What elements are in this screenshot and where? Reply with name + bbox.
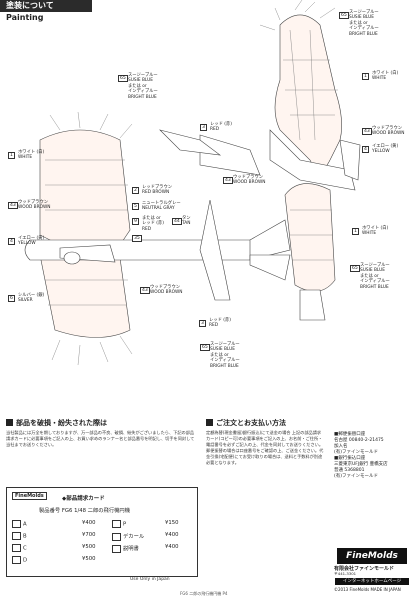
callout-1c: 1: [352, 228, 359, 236]
card-price: ¥150: [165, 520, 179, 526]
parts-title: 部品を破損・紛失された際は: [16, 419, 107, 427]
copyright: ©2013 FineMolds MADE IN JAPAN: [334, 587, 401, 592]
callout-43d: 43: [362, 128, 372, 136]
parts-request-card: FineMolds ◆部品請求カード 製品番号 FG6 1/48 二郎の飛行機円…: [6, 487, 198, 577]
callout-65: 65: [118, 75, 128, 83]
company-address: 〒441-3301: [334, 571, 357, 576]
callout-43c: 43: [140, 287, 150, 295]
card-price: ¥400: [82, 520, 96, 526]
callout-1: 1: [8, 152, 15, 160]
card-title: ◆部品請求カード: [62, 496, 105, 502]
card-price: ¥400: [165, 532, 179, 538]
page-footer: FG6 二郎の飛行機円機 P4: [180, 591, 228, 596]
card-price: ¥700: [82, 532, 96, 538]
card-logo: FineMolds: [12, 492, 47, 500]
card-price: ¥500: [82, 556, 96, 562]
order-body: 定額為替(現金書留)銀行振込)にて送金の場合 上記の部品請求カード(コピー可)の…: [206, 430, 324, 465]
aircraft-illustration: [24, 0, 361, 366]
card-price: ¥400: [165, 544, 179, 550]
callout-43b: 43: [8, 202, 18, 210]
card-row: 説明書: [112, 544, 139, 553]
label-yellow-right: イエロー (黄)YELLOW: [372, 144, 399, 155]
callout-3b: 3: [199, 320, 206, 328]
callout-2: 2: [132, 187, 139, 195]
bullet-square: [6, 419, 13, 426]
section-subtitle: Painting: [6, 13, 44, 22]
callout-3: 3: [200, 124, 207, 132]
callout-65b: 65: [200, 344, 210, 352]
aircraft-front-view: [284, 183, 336, 321]
label-yellow-left: イエロー (黄)YELLOW: [18, 236, 45, 247]
card-row: D: [12, 556, 27, 564]
label-white-right: ホワイト (白)WHITE: [372, 71, 399, 82]
callout-4: 4: [8, 238, 15, 246]
website-banner[interactable]: インターネットホームページ: [335, 578, 409, 585]
callout-4b: 4: [362, 146, 369, 154]
aircraft-top-view: [159, 0, 361, 191]
card-row: A: [12, 520, 27, 528]
card-row: デカール: [112, 532, 144, 541]
callout-65c: 65: [339, 12, 349, 20]
callout-9: 9: [132, 218, 139, 226]
section-header: 塗装について: [0, 0, 92, 12]
card-product: 製品番号 FG6 1/48 二郎の飛行機円機: [39, 508, 131, 514]
bullet-square: [206, 419, 213, 426]
finemolds-logo: FineMolds: [337, 548, 407, 564]
parts-body: 当社製品には万全を期しておりますが、万一部品の不良、破損、紛失がございましたら、…: [6, 430, 195, 447]
label-red-bottom: レッド (赤)RED: [209, 318, 231, 329]
use-only-japan: Use Only in Japan: [130, 577, 170, 582]
card-row: P: [112, 520, 126, 528]
label-white-left: ホワイト (白)WHITE: [18, 150, 45, 161]
callout-6: 6: [8, 295, 15, 303]
card-row: B: [12, 532, 27, 540]
callout-5: 5: [132, 203, 139, 211]
label-red-top: レッド (赤)RED: [210, 122, 232, 133]
card-price: ¥500: [82, 544, 96, 550]
label-white-br: ホワイト (白)WHITE: [362, 226, 389, 237]
callout-35: 35: [132, 235, 142, 243]
aircraft-side-view: [24, 111, 291, 366]
label-silver: シルバー (銀)SILVER: [18, 293, 45, 304]
callout-43: 43: [223, 177, 233, 185]
company-name: 有限会社ファインモールド: [334, 566, 395, 572]
callout-1b: 1: [362, 73, 369, 81]
order-title: ご注文とお支払い方法: [216, 419, 286, 427]
card-row: C: [12, 544, 27, 552]
callout-65d: 65: [350, 265, 360, 273]
callout-44: 44: [172, 218, 182, 226]
